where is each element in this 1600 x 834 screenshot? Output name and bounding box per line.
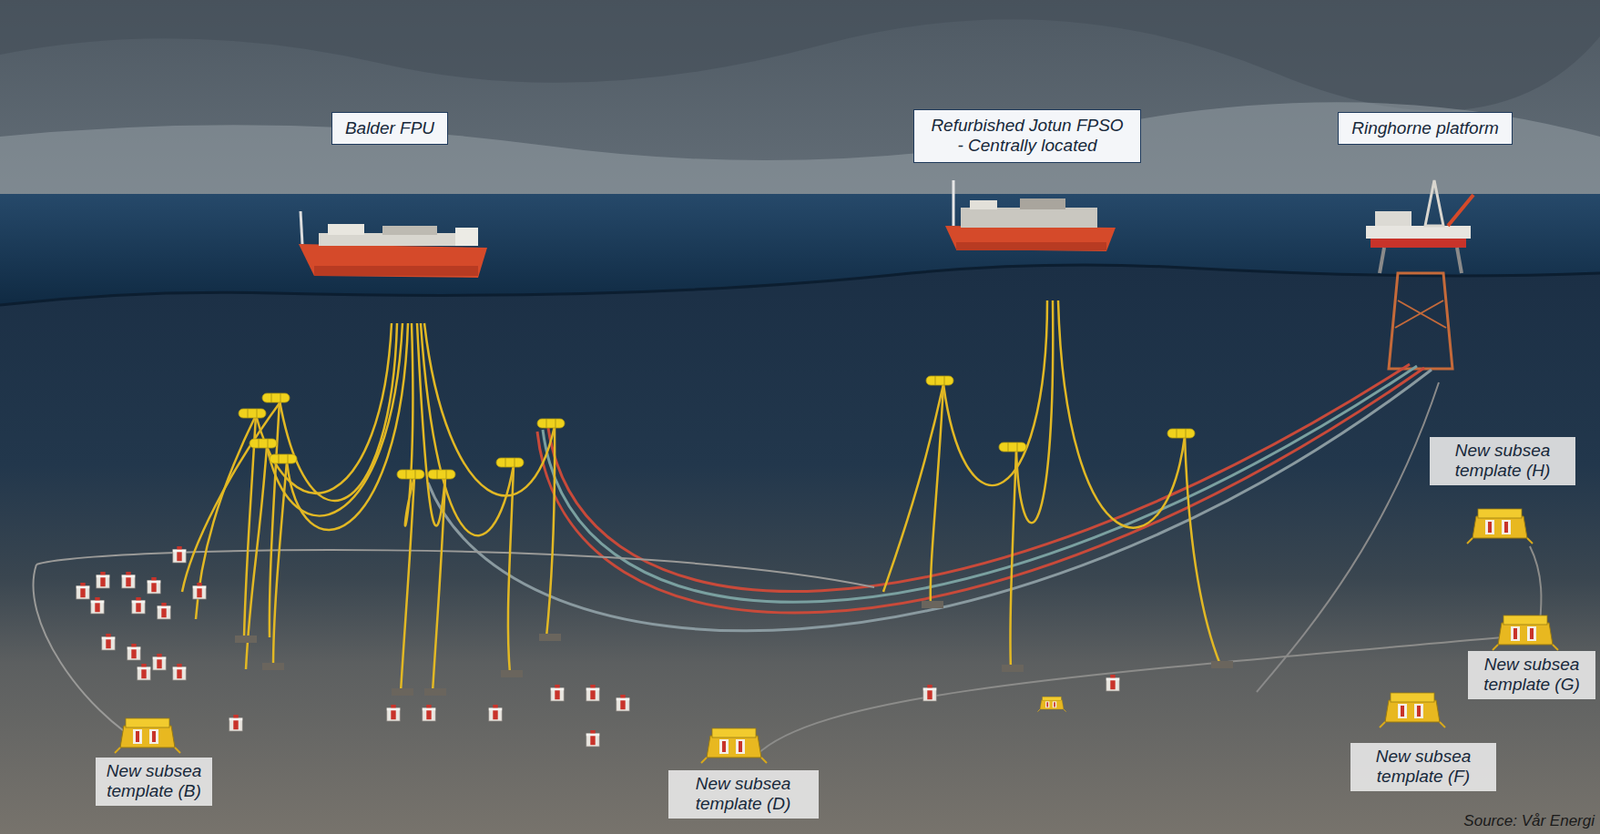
label-text: Refurbished Jotun FPSO - Centrally locat…	[927, 115, 1128, 157]
label-text: Balder FPU	[345, 118, 435, 139]
label-text: Ringhorne platform	[1351, 118, 1499, 139]
template-label-box: New subsea template (F)	[1350, 743, 1497, 792]
facility-label-box: Refurbished Jotun FPSO - Centrally locat…	[913, 109, 1142, 164]
facility-label-box: Ringhorne platform	[1337, 112, 1513, 145]
template-label-box: New subsea template (B)	[95, 757, 213, 806]
label-text: New subsea template (D)	[677, 774, 810, 816]
label-text: New subsea template (F)	[1359, 746, 1488, 788]
template-label-box: New subsea template (G)	[1467, 651, 1596, 700]
label-text: New subsea template (H)	[1438, 440, 1567, 482]
label-text: New subsea template (G)	[1477, 654, 1587, 696]
label-text: New subsea template (B)	[104, 761, 204, 803]
facility-label-box: Balder FPU	[331, 112, 449, 145]
source-note: Source: Vår Energi	[1463, 812, 1595, 831]
template-label-box: New subsea template (D)	[668, 770, 819, 819]
template-label-box: New subsea template (H)	[1429, 437, 1576, 486]
